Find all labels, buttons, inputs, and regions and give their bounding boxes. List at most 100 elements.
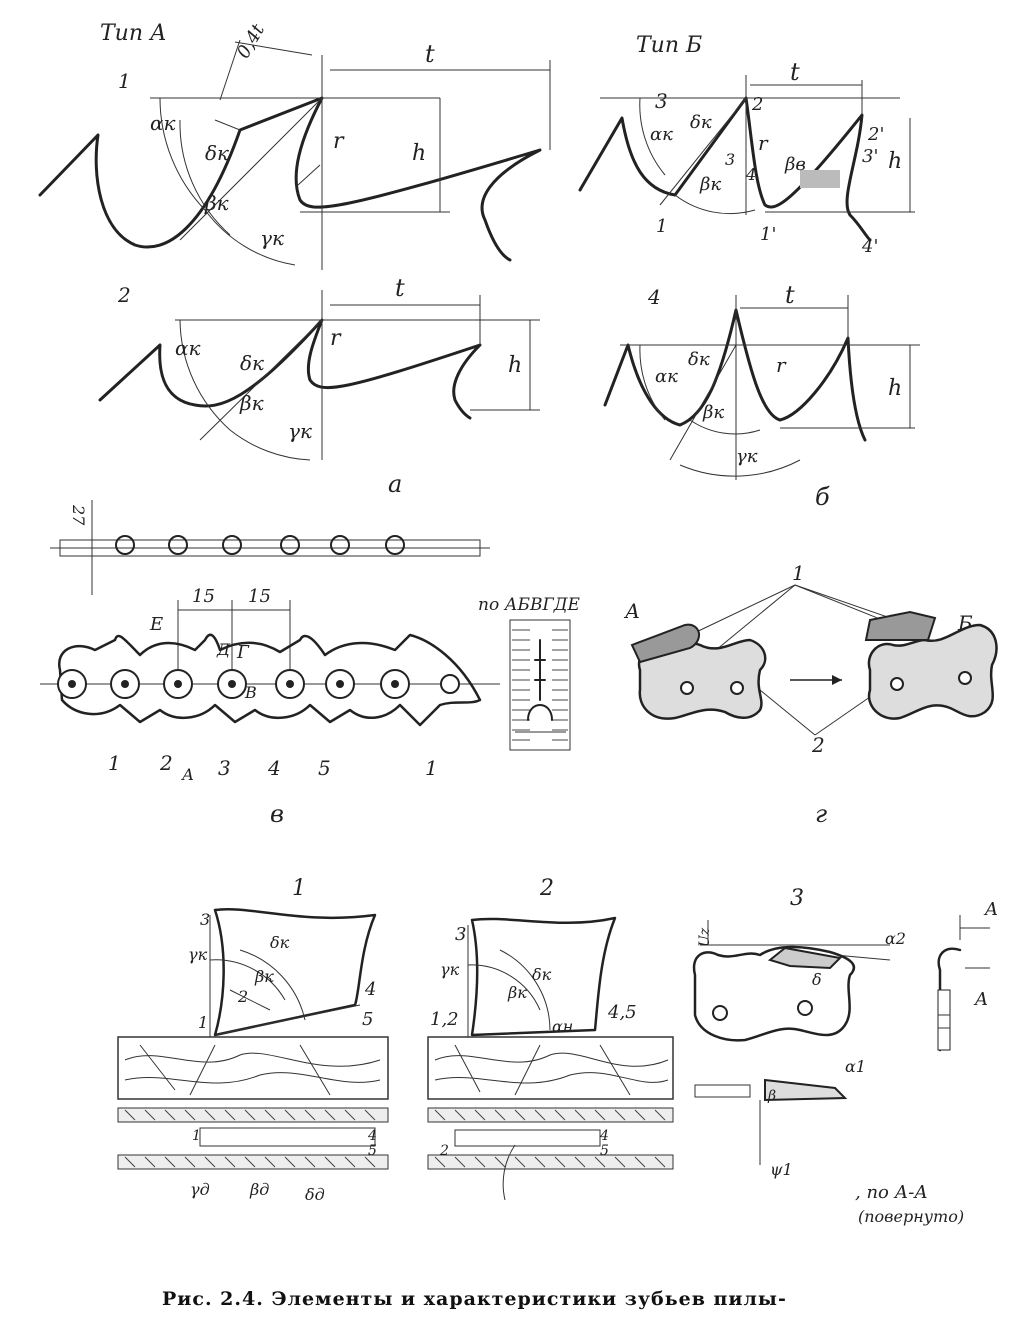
bottom-fig1-num: 1 xyxy=(292,876,306,901)
f3-beta: β xyxy=(767,1088,776,1104)
pt-E: Е xyxy=(149,614,163,635)
f2-lbl-45: 4,5 xyxy=(607,1002,637,1023)
fig-b3-number: 3 xyxy=(655,89,668,113)
f3-side-link xyxy=(937,947,962,1052)
panel-a-letter: а xyxy=(388,470,402,498)
f1-plate-4: 4 xyxy=(367,1128,377,1144)
f1-lbl-2: 2 xyxy=(237,987,248,1006)
pt-B: В xyxy=(244,683,257,702)
ray-b3 xyxy=(659,97,747,206)
type-b-label: Тип Б xyxy=(636,33,702,58)
f1-lbl-1: 1 xyxy=(198,1013,208,1032)
f1-gamma-k: γк xyxy=(188,945,208,964)
plate-1a xyxy=(117,1107,389,1123)
section-aa: , по А-А xyxy=(855,1182,928,1203)
fig-a1-number: 1 xyxy=(118,69,131,93)
gamma-k-a1: γк xyxy=(260,226,284,250)
link-left-tooth xyxy=(630,623,700,664)
wood-grain-2 xyxy=(434,1044,669,1096)
arc-delta-a1 xyxy=(179,119,231,236)
beta-k-b4: βк xyxy=(702,402,724,423)
dim-04t xyxy=(234,41,313,56)
f1-lbl-4: 4 xyxy=(364,979,376,1000)
chain-num-4: 4 xyxy=(267,756,281,780)
pt-4: 4 xyxy=(745,165,756,184)
panel-a: Тип А 1 t 0,4t h r αк δк βк γк 2 xyxy=(38,20,551,498)
plate-2c xyxy=(427,1154,674,1170)
arc-f2-bottom xyxy=(502,1144,516,1201)
dim-15b: 15 xyxy=(248,586,271,607)
pt-1p: 1' xyxy=(760,224,776,245)
cutter-1-inner xyxy=(229,989,271,1011)
f2-beta-k: βк xyxy=(507,983,527,1002)
dim-04t-ext xyxy=(219,39,241,101)
t-label-a1: t xyxy=(425,40,435,68)
cutter-1 xyxy=(213,908,377,1037)
bottom-fig-1: 1 3 2 4 5 1 δк γк βк αн αд γд βд δд 4 5 … xyxy=(117,876,389,1204)
beta-k-b3: βк xyxy=(699,174,721,195)
figure-caption: Рис. 2.4. Элементы и характеристики зубь… xyxy=(162,1288,787,1310)
arc-alpha-a1 xyxy=(159,97,206,211)
arc-beta-f2 xyxy=(467,964,541,1011)
alpha-k-b3: αк xyxy=(650,124,673,145)
f1-plate-5: 5 xyxy=(368,1143,377,1159)
h-label-b4: h xyxy=(888,376,902,401)
arc-b3b xyxy=(674,194,756,215)
transform-arrowhead xyxy=(832,675,842,685)
type-a-label: Тип А xyxy=(100,21,167,46)
saw-profile-a1 xyxy=(38,96,542,262)
f2-lbl-3: 3 xyxy=(455,924,466,945)
plate-hatching-1 xyxy=(124,1109,376,1168)
alpha-k-b4: αк xyxy=(655,366,678,387)
arc-b3a xyxy=(639,97,666,176)
bottom-fig3-num: 3 xyxy=(790,886,804,911)
chain-num-1a: 1 xyxy=(108,751,121,775)
f2-gamma-k: γк xyxy=(440,960,460,979)
f2-plate-4: 4 xyxy=(599,1128,609,1144)
panel-b-letter: б xyxy=(815,483,830,511)
f2-plate-2: 2 xyxy=(439,1143,449,1159)
link-right-hole1 xyxy=(890,677,904,691)
saw-profile-a2 xyxy=(98,318,482,420)
pt-3p: 3' xyxy=(862,146,878,167)
t-label-b4: t xyxy=(785,281,795,309)
link-f3-tooth xyxy=(767,946,843,970)
arc-b4c xyxy=(679,459,801,477)
delta-k-a1: δк xyxy=(205,141,229,165)
f3-alpha2: α2 xyxy=(885,929,906,948)
f3-A1: A xyxy=(983,899,998,920)
beta-v-b3: βв xyxy=(784,154,806,175)
arc-gamma-a1 xyxy=(204,209,296,266)
f2-lbl-12: 1,2 xyxy=(430,1009,459,1030)
cutter-2 xyxy=(470,916,617,1037)
f1-gamma-d: γд xyxy=(190,1180,210,1199)
f3-section-plate xyxy=(694,1084,751,1098)
section-rotated: (повернуто) xyxy=(858,1207,964,1226)
arc-delta-f1 xyxy=(209,959,286,1001)
bottom-fig-3: 3 Uz α2 δ β α1 ψ1 A A , по А-А (повернут… xyxy=(692,886,998,1226)
label-04t: 0,4t xyxy=(233,20,269,62)
section-view xyxy=(509,619,571,751)
f2-delta-k: δк xyxy=(532,965,552,984)
bottom-fig-2: 2 3 γк βк δк 1,2 4,5 αн 2 4 5 xyxy=(427,876,674,1201)
chain-num-2: 2 xyxy=(159,751,173,775)
section-label: по АБВГДЕ xyxy=(478,595,581,615)
panel-g-letter: г xyxy=(815,800,827,828)
plate-1c xyxy=(117,1154,389,1170)
alpha-k-a1: αк xyxy=(150,111,176,135)
alpha-k-a2: αк xyxy=(175,336,201,360)
panel-b: Тип Б 3 t h αк δк βк r βв 2 2' 3 3' 1 1'… xyxy=(578,33,920,511)
pt-G: Г xyxy=(236,642,250,663)
link-label-A: А xyxy=(623,599,640,623)
f1-lbl-3: 3 xyxy=(200,910,210,929)
r-label-b3: r xyxy=(758,131,769,155)
chain-rivets xyxy=(57,669,460,699)
plate-1b xyxy=(199,1127,376,1147)
link-right-hole2 xyxy=(958,671,972,685)
chain-rivet-centers xyxy=(68,680,399,688)
dim-27-label: 27 xyxy=(69,504,88,526)
f3-psi: ψ1 xyxy=(770,1160,793,1179)
delta-k-b4: δк xyxy=(688,349,710,370)
link-f3 xyxy=(692,945,856,1042)
f3-alpha1: α1 xyxy=(845,1057,866,1076)
